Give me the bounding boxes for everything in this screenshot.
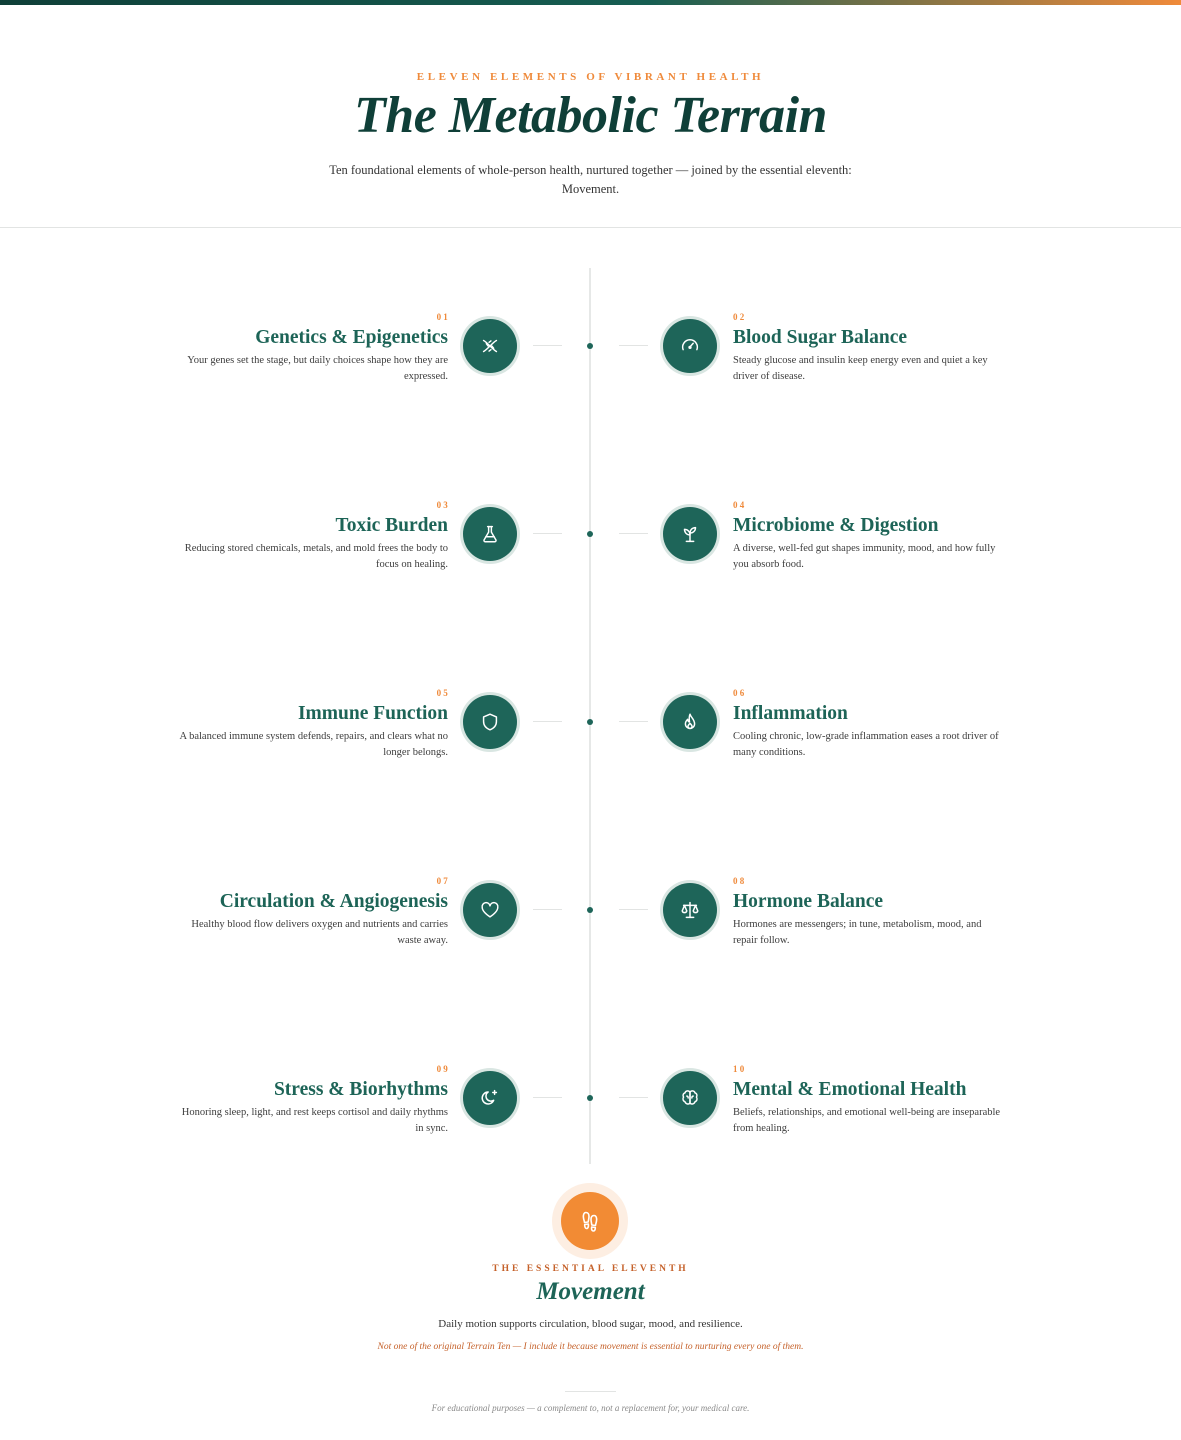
element-description: Your genes set the stage, but daily choi…: [187, 355, 448, 382]
element-title: Stress & Biorhythms: [273, 1079, 448, 1100]
element-description: Hormones are messengers; in tune, metabo…: [733, 919, 982, 946]
element-description: Healthy blood flow delivers oxygen and n…: [191, 919, 448, 946]
movement-eyebrow: THE ESSENTIAL ELEVENTH: [492, 1264, 689, 1274]
element-title: Microbiome & Digestion: [733, 515, 939, 536]
shield-icon: [463, 695, 517, 749]
element-title: Mental & Emotional Health: [733, 1079, 967, 1100]
element-row-3: 05 Immune Function A balanced immune sys…: [0, 687, 1181, 807]
element-number: 01: [436, 312, 450, 322]
element-number: 02: [733, 312, 747, 322]
flask-icon: [463, 507, 517, 561]
flame-icon: [663, 695, 717, 749]
timeline-dot: [587, 1095, 593, 1101]
element-card-01: 01 Genetics & Epigenetics Your genes set…: [178, 311, 448, 385]
element-card-07: 07 Circulation & Angiogenesis Healthy bl…: [178, 875, 448, 949]
element-number: 09: [436, 1064, 450, 1074]
movement-title: Movement: [536, 1278, 645, 1305]
element-card-03: 03 Toxic Burden Reducing stored chemical…: [178, 499, 448, 573]
element-card-06: 06 Inflammation Cooling chronic, low-gra…: [733, 687, 1003, 761]
connector-line: [533, 345, 562, 346]
element-description: Cooling chronic, low-grade inflammation …: [733, 731, 999, 758]
element-card-05: 05 Immune Function A balanced immune sys…: [178, 687, 448, 761]
element-number: 03: [436, 500, 450, 510]
element-card-08: 08 Hormone Balance Hormones are messenge…: [733, 875, 1003, 949]
timeline-spine: [589, 268, 591, 1164]
header-eyebrow: ELEVEN ELEMENTS OF VIBRANT HEALTH: [416, 71, 765, 83]
element-number: 06: [733, 688, 747, 698]
scale-icon: [663, 883, 717, 937]
element-title: Immune Function: [297, 703, 448, 724]
brain-icon: [663, 1071, 717, 1125]
gauge-icon: [663, 319, 717, 373]
connector-line: [619, 345, 648, 346]
element-number: 05: [436, 688, 450, 698]
element-number: 04: [733, 500, 747, 510]
element-row-4: 07 Circulation & Angiogenesis Healthy bl…: [0, 875, 1181, 995]
page-subtitle: Ten foundational elements of whole-perso…: [329, 163, 852, 196]
element-card-04: 04 Microbiome & Digestion A diverse, wel…: [733, 499, 1003, 573]
page-title: The Metabolic Terrain: [354, 87, 827, 144]
element-title: Toxic Burden: [335, 515, 448, 536]
element-description: A diverse, well-fed gut shapes immunity,…: [733, 543, 996, 570]
timeline-dot: [587, 907, 593, 913]
connector-line: [533, 1097, 562, 1098]
element-description: Beliefs, relationships, and emotional we…: [733, 1107, 1001, 1134]
element-number: 10: [733, 1064, 747, 1074]
element-number: 07: [436, 876, 450, 886]
timeline-dot: [587, 719, 593, 725]
dna-icon: [463, 319, 517, 373]
element-row-2: 03 Toxic Burden Reducing stored chemical…: [0, 499, 1181, 619]
element-title: Hormone Balance: [733, 891, 884, 912]
connector-line: [619, 533, 648, 534]
element-title: Inflammation: [733, 703, 848, 724]
moon-icon: [463, 1071, 517, 1125]
element-card-10: 10 Mental & Emotional Health Beliefs, re…: [733, 1063, 1003, 1137]
element-card-02: 02 Blood Sugar Balance Steady glucose an…: [733, 311, 1003, 385]
element-description: Steady glucose and insulin keep energy e…: [733, 355, 988, 382]
element-title: Blood Sugar Balance: [733, 327, 908, 348]
top-gradient-bar: [0, 0, 1181, 5]
element-description: A balanced immune system defends, repair…: [179, 731, 448, 758]
connector-line: [533, 721, 562, 722]
movement-description: Daily motion supports circulation, blood…: [438, 1318, 743, 1330]
movement-note: Not one of the original Terrain Ten — I …: [377, 1342, 804, 1352]
element-row-1: 01 Genetics & Epigenetics Your genes set…: [0, 311, 1181, 431]
header-divider: [0, 227, 1181, 228]
page-header: ELEVEN ELEMENTS OF VIBRANT HEALTH The Me…: [0, 0, 1181, 228]
sprout-icon: [663, 507, 717, 561]
connector-line: [619, 1097, 648, 1098]
connector-line: [619, 909, 648, 910]
footer-disclaimer: For educational purposes — a complement …: [431, 1403, 750, 1413]
element-description: Reducing stored chemicals, metals, and m…: [184, 543, 448, 570]
element-title: Genetics & Epigenetics: [255, 327, 448, 348]
timeline-dot: [587, 531, 593, 537]
element-number: 08: [733, 876, 747, 886]
footprints-icon: [561, 1192, 619, 1250]
connector-line: [533, 909, 562, 910]
element-row-5: 09 Stress & Biorhythms Honoring sleep, l…: [0, 1063, 1181, 1183]
footer-divider: [565, 1391, 616, 1392]
element-description: Honoring sleep, light, and rest keeps co…: [181, 1107, 448, 1134]
element-card-09: 09 Stress & Biorhythms Honoring sleep, l…: [178, 1063, 448, 1137]
connector-line: [619, 721, 648, 722]
element-title: Circulation & Angiogenesis: [219, 891, 448, 912]
connector-line: [533, 533, 562, 534]
timeline-dot: [587, 343, 593, 349]
heart-icon: [463, 883, 517, 937]
